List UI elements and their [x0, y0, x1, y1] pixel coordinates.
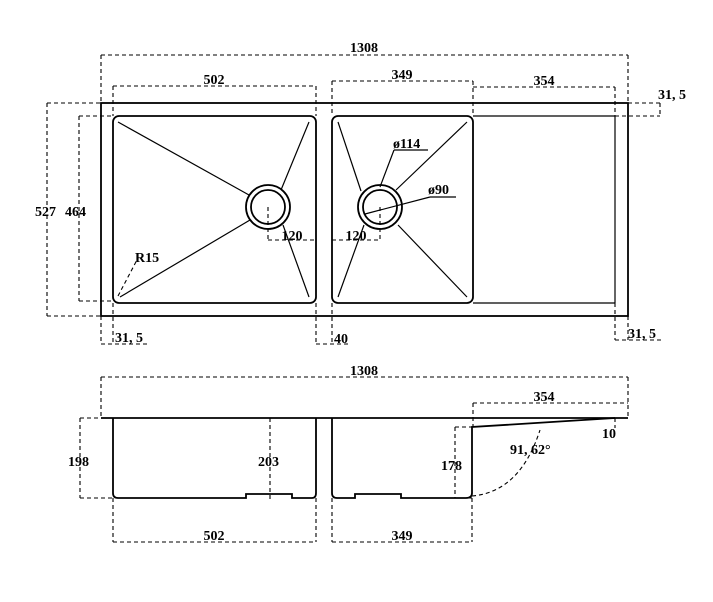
- side-view-dimension-lines: [79, 376, 629, 543]
- label-right-drain-offset: 120: [346, 229, 367, 244]
- dia90-leader: [364, 196, 431, 215]
- label-side-right-width: 349: [392, 529, 413, 544]
- label-drainboard-width: 354: [534, 74, 555, 89]
- label-side-slope-angle: 91, 62°: [510, 443, 551, 458]
- sink-outline: [100, 102, 629, 317]
- label-side-drainboard-width: 354: [534, 390, 555, 405]
- label-right-margin-top: 31, 5: [658, 88, 686, 103]
- side-view: 1308 354 10 198 203 178 91, 62° 502 349: [68, 364, 629, 544]
- top-view: 1308 502 349 354 31, 5 527 464 R15 ø114 …: [35, 41, 686, 347]
- label-right-bowl-width: 349: [392, 68, 413, 83]
- label-side-right-depth: 178: [441, 459, 462, 474]
- label-overall-width: 1308: [350, 41, 378, 56]
- label-divider: 40: [334, 332, 348, 347]
- right-bowl-profile: [331, 417, 616, 499]
- label-overall-depth: 527: [35, 205, 56, 220]
- label-drain-outer-dia: ø114: [393, 137, 420, 152]
- top-view-dimension-lines: [46, 54, 664, 345]
- label-left-bowl-width: 502: [204, 73, 225, 88]
- label-right-margin-bottom: 31, 5: [628, 327, 656, 342]
- left-bowl-slope-lines: [117, 121, 310, 298]
- dia114-leader: [379, 149, 395, 188]
- label-bowl-depth: 464: [65, 205, 86, 220]
- right-bowl-slope-lines: [337, 121, 468, 298]
- label-side-overall-width: 1308: [350, 364, 378, 379]
- label-corner-radius: R15: [135, 251, 159, 266]
- left-bowl-profile: [112, 418, 317, 499]
- left-bowl: [112, 115, 317, 304]
- label-side-left-depth: 198: [68, 455, 89, 470]
- label-left-drain-offset: 120: [282, 229, 303, 244]
- label-side-left-width: 502: [204, 529, 225, 544]
- label-drain-inner-dia: ø90: [428, 183, 449, 198]
- label-side-lip: 10: [602, 427, 616, 442]
- label-left-margin: 31, 5: [115, 331, 143, 346]
- label-side-mid-depth: 203: [258, 455, 279, 470]
- right-bowl: [331, 115, 474, 304]
